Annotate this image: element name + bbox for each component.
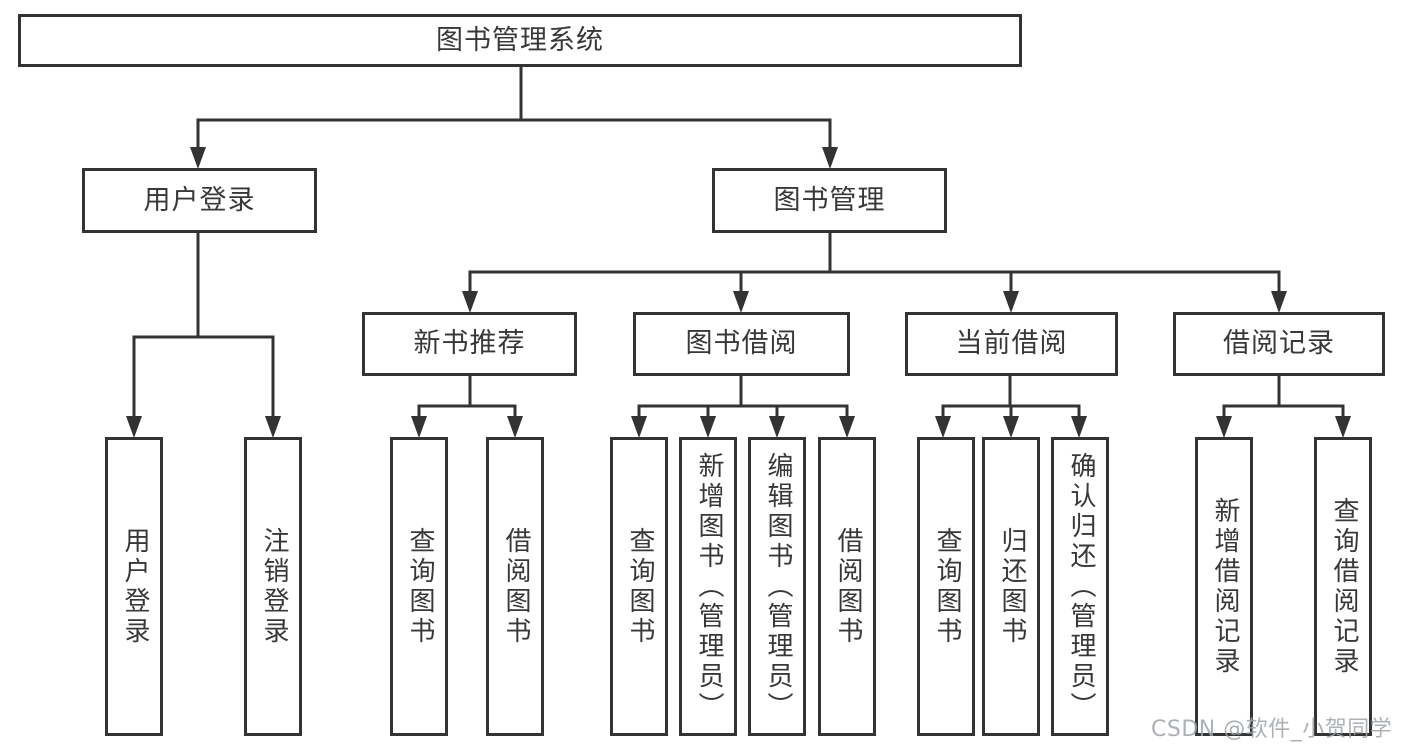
node-leaf-query-books-recommend: 查询图书 xyxy=(390,437,448,736)
node-leaf-query-books-borrowing: 查询图书 xyxy=(610,437,668,736)
node-leaf-logout: 注销登录 xyxy=(244,437,302,736)
node-book-management: 图书管理 xyxy=(712,168,947,233)
node-leaf-return-books: 归还图书 xyxy=(982,437,1040,736)
node-leaf-borrow-books-recommend: 借阅图书 xyxy=(486,437,544,736)
watermark: CSDN @软件_小贺同学 xyxy=(1151,717,1393,742)
node-leaf-confirm-return-admin: 确认归还（管理员） xyxy=(1051,437,1109,736)
node-borrowing-records: 借阅记录 xyxy=(1173,312,1385,376)
node-leaf-add-borrow-record: 新增借阅记录 xyxy=(1195,437,1253,736)
node-book-borrowing: 图书借阅 xyxy=(633,312,850,376)
node-new-book-recommend: 新书推荐 xyxy=(362,312,577,376)
node-leaf-user-login: 用户登录 xyxy=(105,437,163,736)
node-leaf-query-borrow-record: 查询借阅记录 xyxy=(1314,437,1372,736)
node-library-system: 图书管理系统 xyxy=(18,14,1022,67)
arrowhead-icons xyxy=(126,147,1351,438)
node-current-borrowing: 当前借阅 xyxy=(905,312,1118,376)
node-leaf-add-books-admin: 新增图书（管理员） xyxy=(679,437,737,736)
node-leaf-borrow-books-borrowing: 借阅图书 xyxy=(818,437,876,736)
node-leaf-edit-books-admin: 编辑图书（管理员） xyxy=(748,437,806,736)
node-user-login: 用户登录 xyxy=(82,168,317,233)
node-leaf-query-books-current: 查询图书 xyxy=(917,437,975,736)
